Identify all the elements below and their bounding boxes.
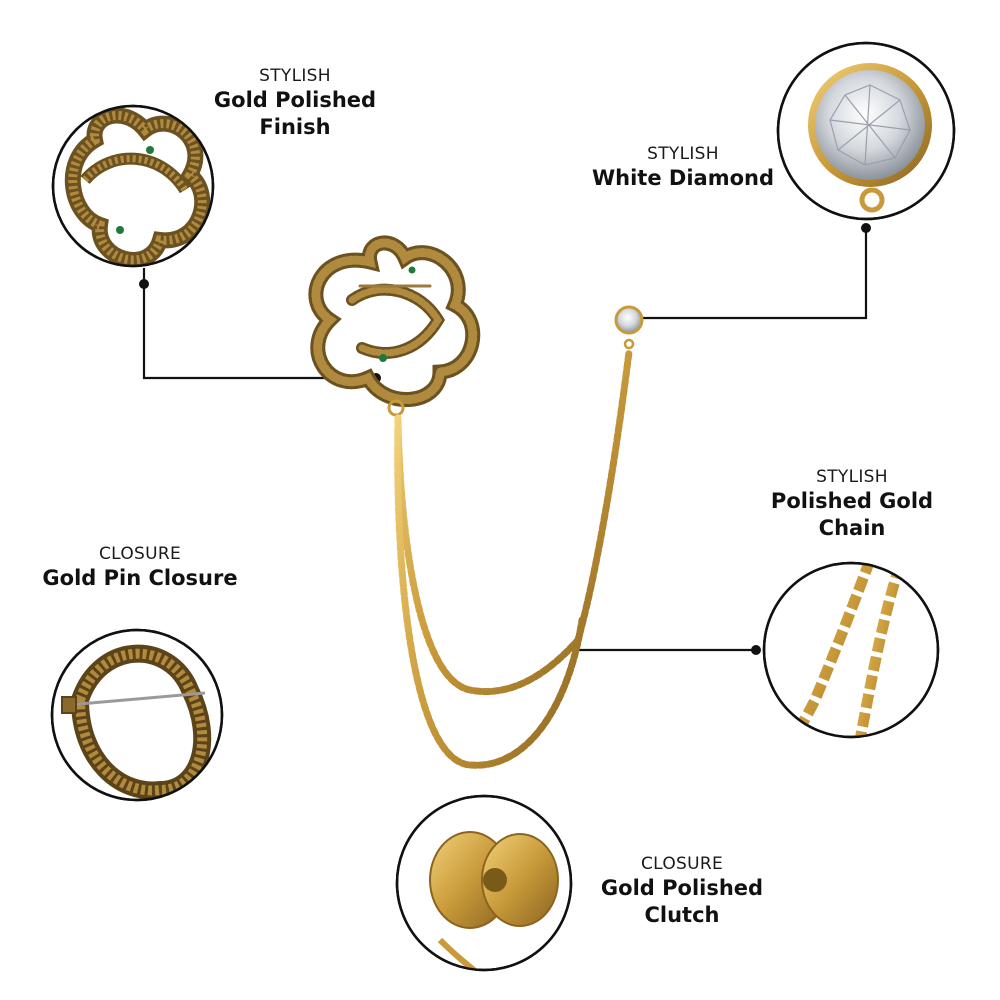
detail-image-finish: [64, 107, 211, 266]
feature-category: CLOSURE: [98, 544, 181, 564]
feature-title: White Diamond: [592, 166, 774, 191]
feature-title: Gold Polished: [213, 88, 377, 113]
feature-category: STYLISH: [816, 467, 888, 487]
feature-title: Polished Gold: [770, 489, 934, 514]
detail-image-pin: [61, 644, 212, 800]
feature-title: Finish: [259, 114, 331, 139]
feature-title: Gold Pin Closure: [42, 566, 238, 591]
gold-chain: [394, 348, 633, 769]
feature-title: Clutch: [644, 902, 720, 927]
detail-image-chain: [784, 563, 906, 737]
connector-dot-finish: [139, 279, 149, 289]
detail-image-clutch: [429, 831, 559, 970]
connector-dot-chain: [751, 645, 761, 655]
feature-category: STYLISH: [647, 144, 719, 164]
feature-title: Gold Polished: [600, 876, 764, 901]
feature-title: Chain: [818, 515, 886, 540]
snake-brooch: [308, 235, 481, 417]
feature-category: STYLISH: [259, 66, 331, 86]
feature-label-diamond: STYLISH White Diamond: [578, 144, 788, 192]
white-diamond-stud: [614, 305, 644, 350]
feature-label-chain: STYLISH Polished Gold Chain: [752, 467, 952, 541]
connector-dot-diamond: [861, 223, 871, 233]
detail-image-diamond: [808, 63, 932, 213]
feature-category: CLOSURE: [640, 854, 723, 874]
feature-label-finish: STYLISH Gold Polished Finish: [195, 66, 395, 140]
feature-label-pin: CLOSURE Gold Pin Closure: [25, 544, 255, 592]
feature-label-clutch: CLOSURE Gold Polished Clutch: [582, 854, 782, 928]
connector-finish: [142, 268, 376, 380]
connector-diamond: [642, 224, 868, 320]
